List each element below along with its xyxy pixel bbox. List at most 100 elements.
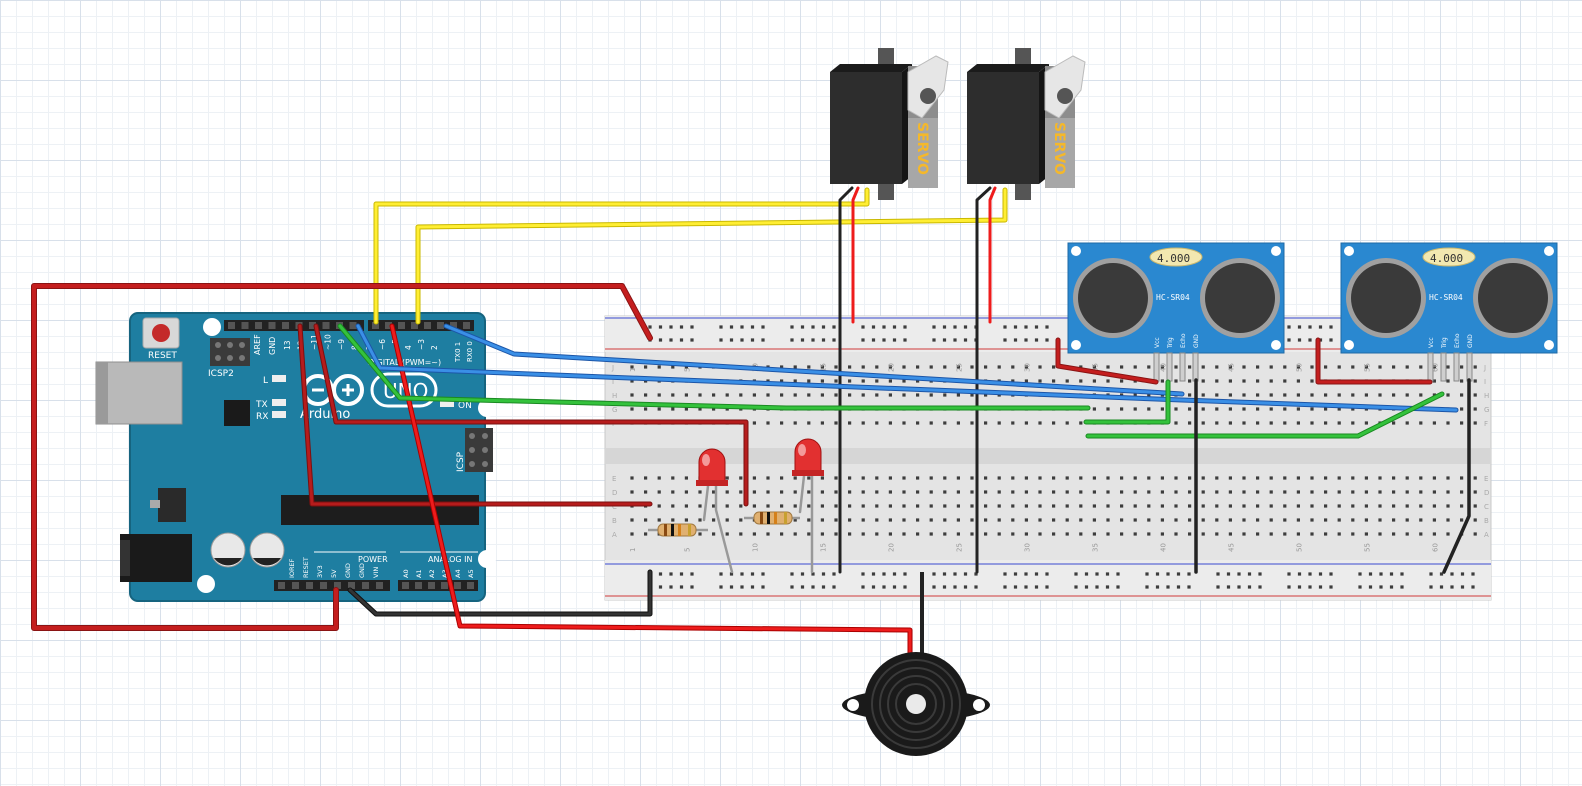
analog-label: ANALOG IN [428,555,473,564]
breadboard-column-number: 55 [1363,363,1371,372]
led-l [272,375,286,382]
sensor-pin-label: Trig [1441,337,1448,349]
breadboard-row-letter: A [1484,531,1489,539]
gnd-label-top: GND [268,337,277,355]
icsp-label: ICSP [456,451,466,472]
digital-pin-label: ~10 [324,334,333,350]
wire-black-servo-1 [838,186,854,574]
analog-pin-label: A4 [454,569,462,578]
digital-pin-label: ~11 [310,334,319,350]
digital-pin-label: 4 [404,345,413,350]
breadboard-row-letter: E [1484,475,1488,483]
analog-header [398,580,478,591]
analog-pin-label: A5 [467,569,475,578]
sensor-2-model: HC-SR04 [1429,293,1463,302]
sensor-pin-label: GND [1467,334,1474,348]
digital-pin-label: ~6 [378,339,387,350]
breadboard-column-number: 35 [1091,363,1099,372]
power-pin-label: GND [344,563,352,578]
power-pin-label: GND [358,563,366,578]
breadboard-row-letter: C [612,503,617,511]
servo-1-label: SERVO [914,122,930,175]
power-pin-label: IOREF [288,558,296,578]
reset-label: RESET [148,351,177,361]
small-chip [224,400,250,426]
sensor-1-display: 4.000 [1157,252,1190,265]
breadboard-row-letter: E [612,475,616,483]
breadboard-column-number: 35 [1091,543,1099,552]
icsp2-header [210,338,250,366]
sensor-pin-label: GND [1193,334,1200,348]
analog-pin-label: A2 [428,569,436,578]
breadboard-column-number: 20 [887,543,895,552]
breadboard-column-number: 50 [1295,363,1303,372]
power-pin-label: RESET [302,557,310,578]
breadboard-column-number: 25 [955,363,963,372]
breadboard-row-letter: I [1484,378,1486,386]
breadboard-row-letter: B [612,517,617,525]
power-pin-label: 5V [330,569,338,578]
breadboard-row-letter: D [1484,489,1489,497]
sensor-pin-label: Echo [1454,333,1461,348]
analog-pin-label: A3 [441,569,449,578]
wire-yellow-servo-1 [373,187,870,325]
sensor-2-display: 4.000 [1430,252,1463,265]
icsp2-label: ICSP2 [208,369,234,379]
digital-pin-label: ~9 [337,339,346,350]
wire-yellow-servo-2 [415,187,1008,325]
led-on-label: ON [458,401,472,411]
sensor-pin-label: Trig [1167,337,1174,349]
led-tx [272,399,286,406]
breadboard-row-letter: I [612,378,614,386]
wire-red-servo-1 [851,186,860,324]
wire-red-servo-2 [988,186,997,324]
sensor-pin-label: Vcc [1428,337,1435,348]
breadboard-column-number: 1 [629,548,637,552]
breadboard-row-letter: F [1484,420,1488,428]
breadboard-column-number: 15 [819,363,827,372]
resistor-2 [744,511,800,525]
wire-black-sensor-2-gnd [1442,378,1471,574]
breadboard-column-number: 15 [819,543,827,552]
breadboard-column-number: 5 [683,548,691,552]
breadboard-row-letter: A [612,531,617,539]
power-header [274,580,390,591]
red-led-2 [792,438,824,476]
servo-2-label: SERVO [1051,122,1067,175]
breadboard-column-number: 1 [629,368,637,372]
sensor-pin-label: Echo [1180,333,1187,348]
breadboard-column-number: 30 [1023,363,1031,372]
breadboard-column-number: 60 [1431,543,1439,552]
led-rx-label: RX [256,412,268,422]
analog-pin-label: A0 [402,569,410,578]
digital-header-left [224,320,364,331]
digital-label: DIGITAL (PWM=~) [368,358,441,367]
digital-header-right [368,320,474,331]
breadboard-column-number: 30 [1023,543,1031,552]
breadboard-column-number: 25 [955,543,963,552]
power-jack [120,534,192,582]
led-on [440,400,454,407]
usb-port [95,361,183,425]
tx-pin-label: TX0 1 [454,342,462,363]
breadboard-column-number: 20 [887,363,895,372]
servo-2: SERVO [967,48,1086,200]
breadboard-row-letter: H [1484,392,1489,400]
voltage-regulator [158,488,186,522]
digital-pin-label: 2 [430,345,439,350]
breadboard-row-letter: D [612,489,617,497]
ultrasonic-sensor-2: 4.000 HC-SR04 Vcc Trig Echo GND [1340,242,1558,382]
led-rx [272,411,286,418]
led-1-leg [714,484,734,574]
icsp-header [465,428,493,472]
breadboard-row-letter: H [612,392,617,400]
breadboard-column-number: 10 [751,543,759,552]
breadboard-column-number: 40 [1159,363,1167,372]
breadboard-row-letter: G [612,406,617,414]
led-tx-label: TX [255,400,268,410]
power-pin-label: 3V3 [316,565,324,578]
breadboard-column-number: 45 [1227,363,1235,372]
